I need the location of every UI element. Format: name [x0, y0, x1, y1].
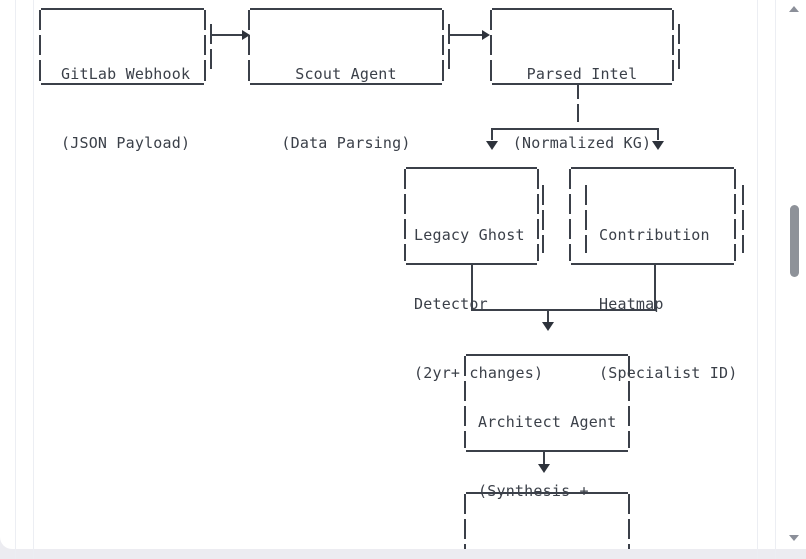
diagram-canvas: GitLab Webhook (JSON Payload): [34, 0, 757, 549]
node-text-line: Contribution: [599, 226, 710, 244]
node-text-line: (2yr+ changes): [414, 364, 544, 382]
edge-webhook-to-scout: [210, 8, 250, 85]
node-text-line: Parsed Intel: [526, 65, 638, 83]
arrow-head-right-icon: [242, 30, 250, 40]
edge-legacy-right-bars: [542, 167, 548, 265]
node-parsed-intel: Parsed Intel (Normalized KG): [490, 8, 674, 152]
node-label: Contribution Heatmap (Specialist ID): [599, 178, 737, 431]
node-text-line: Legacy Ghost: [414, 226, 525, 244]
node-text-line: (Normalized KG): [512, 134, 652, 152]
edge-heatmap-right-bars: [742, 167, 748, 265]
vertical-scrollbar[interactable]: [782, 0, 806, 549]
edge-heatmap-inner-bars: [585, 167, 591, 265]
edge-scout-to-parsed: [448, 8, 490, 85]
node-label: Legacy Ghost Detector (2yr+ changes): [414, 178, 543, 431]
scroll-down-arrow-icon[interactable]: [789, 535, 799, 541]
node-label: Architect Agent (Synthesis + Risk Scorin…: [478, 365, 616, 549]
node-label: Parsed Intel (Normalized KG): [490, 17, 674, 201]
node-gitlab-webhook: GitLab Webhook (JSON Payload): [39, 8, 206, 152]
node-contribution-heatmap: Contribution Heatmap (Specialist ID): [569, 167, 737, 382]
scroll-up-arrow-icon[interactable]: [789, 6, 799, 12]
diagram-viewport[interactable]: GitLab Webhook (JSON Payload): [34, 0, 757, 549]
node-label: GitLab Webhook (JSON Payload): [61, 17, 190, 201]
node-text-line: GitLab Webhook: [61, 65, 191, 83]
node-text-line: (Data Parsing): [281, 134, 411, 152]
node-label: Scout Agent (Data Parsing): [248, 17, 444, 201]
arrow-shaft: [212, 34, 244, 36]
gutter-line-right-inner: [757, 0, 758, 559]
node-label: Senior Briefing → GitLab Issue: [478, 503, 616, 549]
arrow-head-down-icon: [538, 464, 550, 473]
node-text-line: Detector: [414, 295, 488, 313]
node-text-line: Heatmap: [599, 295, 664, 313]
arrow-head-down-icon: [486, 141, 498, 150]
node-senior-briefing: Senior Briefing → GitLab Issue: [464, 492, 630, 549]
node-text-line: Architect Agent: [478, 413, 617, 431]
node-text-line: (JSON Payload): [61, 134, 191, 152]
node-text-line: Scout Agent: [295, 65, 397, 83]
gutter-line-right-outer: [775, 0, 776, 559]
arrow-head-right-icon: [482, 30, 490, 40]
arrow-shaft: [450, 34, 484, 36]
gutter-line-left-inner: [33, 0, 34, 559]
node-legacy-ghost-detector: Legacy Ghost Detector (2yr+ changes): [404, 167, 543, 382]
scroll-thumb[interactable]: [790, 205, 799, 277]
arrow-head-down-icon: [542, 322, 554, 331]
node-architect-agent: Architect Agent (Synthesis + Risk Scorin…: [464, 354, 630, 500]
arrow-head-down-icon: [652, 141, 664, 150]
node-text-line: (Synthesis +: [478, 482, 589, 500]
gutter-line-left-outer: [15, 0, 16, 559]
node-scout-agent: Scout Agent (Data Parsing): [248, 8, 444, 152]
edge-parsed-right-bars: [678, 8, 684, 85]
node-text-line: (Specialist ID): [599, 364, 738, 382]
